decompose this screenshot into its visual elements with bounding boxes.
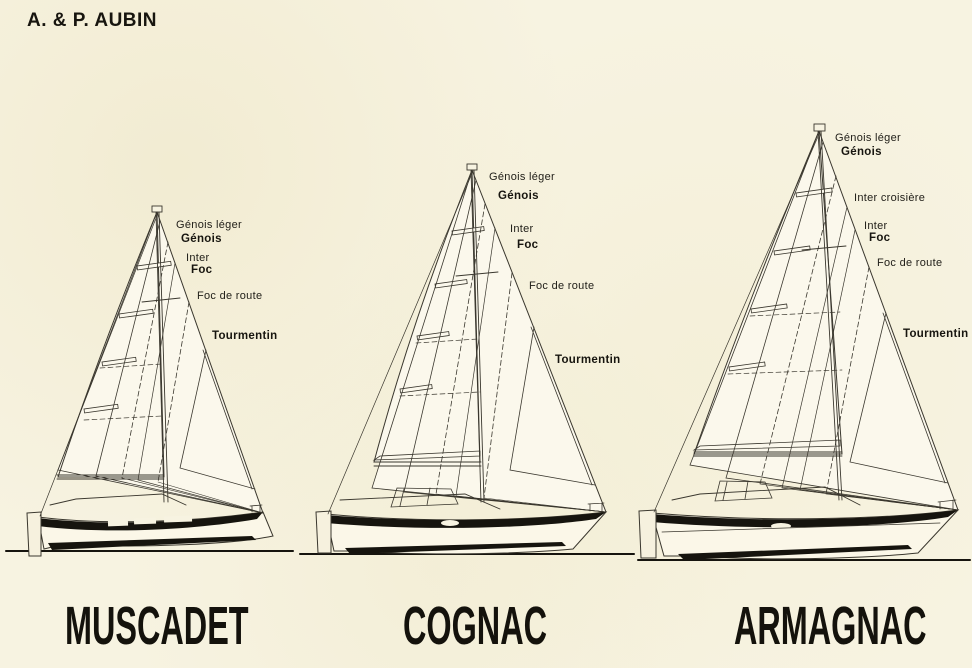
page-title: A. & P. AUBIN (27, 10, 158, 31)
sail-label-genois-leger: Génois léger (835, 132, 901, 144)
rudder (26, 511, 42, 557)
muscadet-drawing (5, 205, 294, 557)
rudder (315, 510, 332, 554)
genoa-leger-outline (689, 130, 959, 511)
inter-foot (121, 477, 264, 514)
reef-line (727, 311, 843, 375)
boom (373, 461, 482, 467)
genoa-outline (95, 220, 264, 514)
sail-label-inter: Inter (510, 223, 534, 235)
tourmentin-outline (179, 349, 256, 490)
forestay (156, 211, 264, 514)
armagnac-drawing (637, 123, 971, 561)
cabin (339, 493, 501, 510)
cabin (49, 493, 187, 506)
sheer-band (38, 512, 263, 531)
backstay (327, 170, 474, 515)
spreader (141, 297, 181, 303)
sail-label-inter: Inter (186, 252, 210, 264)
tourmentin-outline (849, 312, 949, 484)
inter-leech (435, 203, 486, 495)
hull-window (133, 517, 157, 525)
rudder (638, 509, 657, 559)
sail-label-foc-de-route: Foc de route (529, 280, 595, 292)
sail-label-inter: Inter (864, 220, 888, 232)
sail-label-genois-leger: Génois léger (176, 219, 242, 231)
sail-label-genois-leger: Génois léger (489, 171, 555, 183)
furled-sail (372, 450, 481, 461)
mast (817, 130, 843, 501)
sail-label-foc: Foc (869, 232, 891, 244)
spreader (801, 245, 847, 251)
boat-name-muscadet: MUSCADET (65, 596, 249, 656)
hull-oval (771, 523, 791, 529)
foc-de-route-leech (483, 272, 513, 499)
tourmentin-outline (509, 326, 596, 486)
bow-pulpit (249, 504, 263, 513)
genoa-outline (403, 179, 607, 513)
boat-name-armagnac: ARMAGNAC (734, 596, 927, 656)
batten (795, 187, 833, 198)
batten (399, 384, 433, 394)
boot-stripe (345, 542, 566, 554)
sail-label-tourmentin: Tourmentin (903, 328, 969, 340)
foc-de-route-foot (483, 497, 607, 513)
masthead-crane (466, 163, 478, 171)
masthead-crane (151, 205, 163, 213)
sheer-band (326, 512, 606, 528)
boot-stripe (678, 545, 912, 560)
foc-de-route-leech (825, 266, 870, 495)
sail-label-foc-de-route: Foc de route (877, 257, 943, 269)
sprayhood (714, 480, 773, 502)
batten (101, 356, 137, 367)
backstay (653, 131, 821, 513)
hull-window (107, 519, 129, 527)
sail-label-inter-croisiere: Inter croisière (854, 192, 926, 204)
cognac-drawing (299, 163, 635, 555)
reef-line (399, 338, 481, 397)
foc-outline (137, 262, 264, 514)
sheer-band (652, 510, 958, 528)
forestay (818, 130, 959, 511)
boot-stripe (48, 536, 256, 550)
genoa-leger-outline (57, 211, 264, 514)
sail-label-genois: Génois (181, 233, 222, 245)
foc-de-route-foot (157, 481, 264, 514)
masthead-crane (813, 123, 826, 132)
inter-croisiere-leech (759, 175, 837, 485)
batten (750, 303, 788, 314)
bow-pulpit (587, 502, 605, 512)
sail-label-genois: Génois (841, 146, 882, 158)
hull-stripe (661, 522, 941, 533)
mainsail (693, 130, 843, 455)
sail-label-foc-de-route: Foc de route (197, 290, 263, 302)
foc-de-route-leech (157, 301, 190, 483)
sail-label-tourmentin: Tourmentin (555, 354, 621, 366)
batten (416, 331, 450, 341)
sprayhood (390, 487, 459, 508)
foc-outline (455, 227, 607, 513)
mainsail (373, 169, 481, 463)
sail-label-genois: Génois (498, 190, 539, 202)
genoa-outline (725, 141, 959, 511)
forestay (471, 169, 607, 513)
batten (728, 361, 766, 372)
spreader (455, 271, 499, 277)
sail-label-foc: Foc (517, 239, 539, 251)
foc-de-route-foot (825, 493, 959, 511)
batten (136, 260, 172, 271)
batten (83, 403, 119, 414)
hull-oval (441, 520, 459, 526)
hull-window (163, 515, 193, 523)
cabin (671, 486, 861, 506)
bow-pulpit (937, 499, 957, 510)
batten (773, 245, 811, 256)
sail-label-tourmentin: Tourmentin (212, 330, 278, 342)
boat-name-cognac: COGNAC (403, 596, 547, 656)
sail-label-foc: Foc (191, 264, 213, 276)
inter-leech (121, 241, 169, 479)
